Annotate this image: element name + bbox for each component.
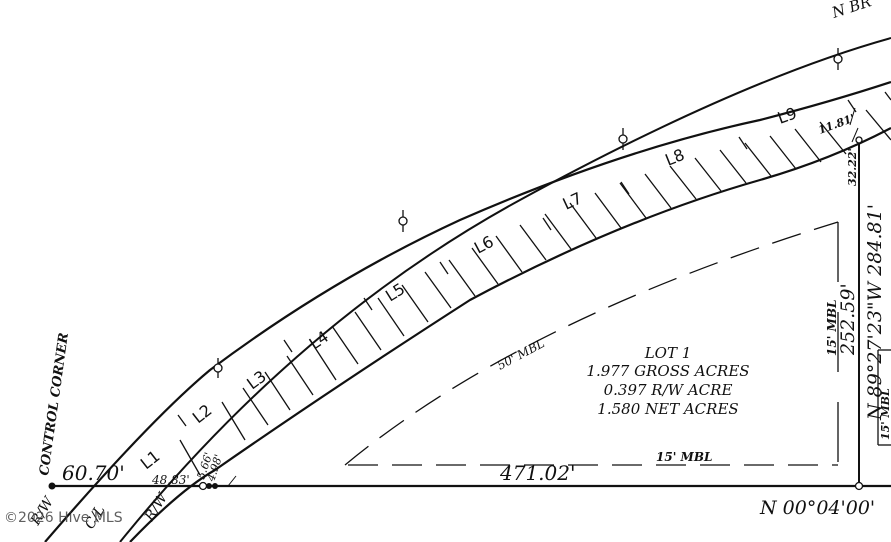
- segment-ticks: [177, 99, 857, 427]
- road-north-edge: [119, 37, 891, 542]
- east-inner-distance: 252.59': [837, 283, 859, 356]
- side-mbl-label: 15' MBL: [825, 300, 839, 356]
- iron-pipe-marker: [198, 481, 208, 491]
- rear-mbl-label: 15' MBL: [656, 450, 712, 464]
- watermark: ©2026 Hive MLS: [4, 510, 123, 526]
- west-tie-distance: 60.70': [62, 461, 125, 485]
- iron-marker: [212, 483, 218, 489]
- segment-label-l2: L2: [189, 400, 216, 427]
- utility-pole-icons: [213, 48, 843, 378]
- ne-corner-marker: [855, 136, 863, 144]
- utility-pole-icon: [213, 358, 223, 378]
- iron-marker: [206, 483, 212, 489]
- south-bearing: N 00°04'00': [759, 497, 875, 519]
- segment-label-l9: L9: [775, 103, 799, 127]
- south-line-distance: 471.02': [499, 461, 575, 485]
- segment-label-l5: L5: [382, 279, 408, 305]
- control-corner-label: CONTROL CORNER: [37, 332, 72, 477]
- rw-band-upper: [44, 80, 891, 542]
- utility-pole-icon: [833, 48, 843, 70]
- segment-label-l8: L8: [662, 145, 687, 170]
- setback-lines: [344, 221, 839, 466]
- east-corner-marker: [854, 481, 864, 491]
- leader-lines: [227, 107, 859, 487]
- side-mbl-label-right: 15' MBL: [879, 388, 891, 440]
- lot-net-acres: 1.580 NET ACRES: [597, 400, 738, 418]
- utility-pole-icon: [618, 128, 628, 150]
- front-mbl-label: 50' MBL: [495, 336, 547, 373]
- east-top-distance-a: 11.81': [817, 112, 857, 137]
- segment-label-l7: L7: [560, 188, 585, 213]
- east-top-distance-b: 32.22': [846, 148, 859, 186]
- rw-band-lower: [129, 127, 891, 542]
- lot-rw-acre: 0.397 R/W ACRE: [604, 381, 733, 399]
- rw-segment-distance: 48.83': [151, 473, 190, 487]
- lot-gross-acres: 1.977 GROSS ACRES: [586, 362, 749, 380]
- rw-hatching: [179, 91, 891, 476]
- lot-title: LOT 1: [644, 344, 692, 362]
- control-corner-marker: [48, 482, 56, 490]
- segment-label-l3: L3: [243, 367, 270, 394]
- road-name-label: N BR: [829, 0, 874, 22]
- utility-pole-icon: [398, 210, 408, 232]
- segment-label-l1: L1: [137, 446, 164, 473]
- segment-label-l6: L6: [471, 232, 497, 258]
- east-line-bearing: N 89°27'23"W 284.81': [864, 204, 886, 421]
